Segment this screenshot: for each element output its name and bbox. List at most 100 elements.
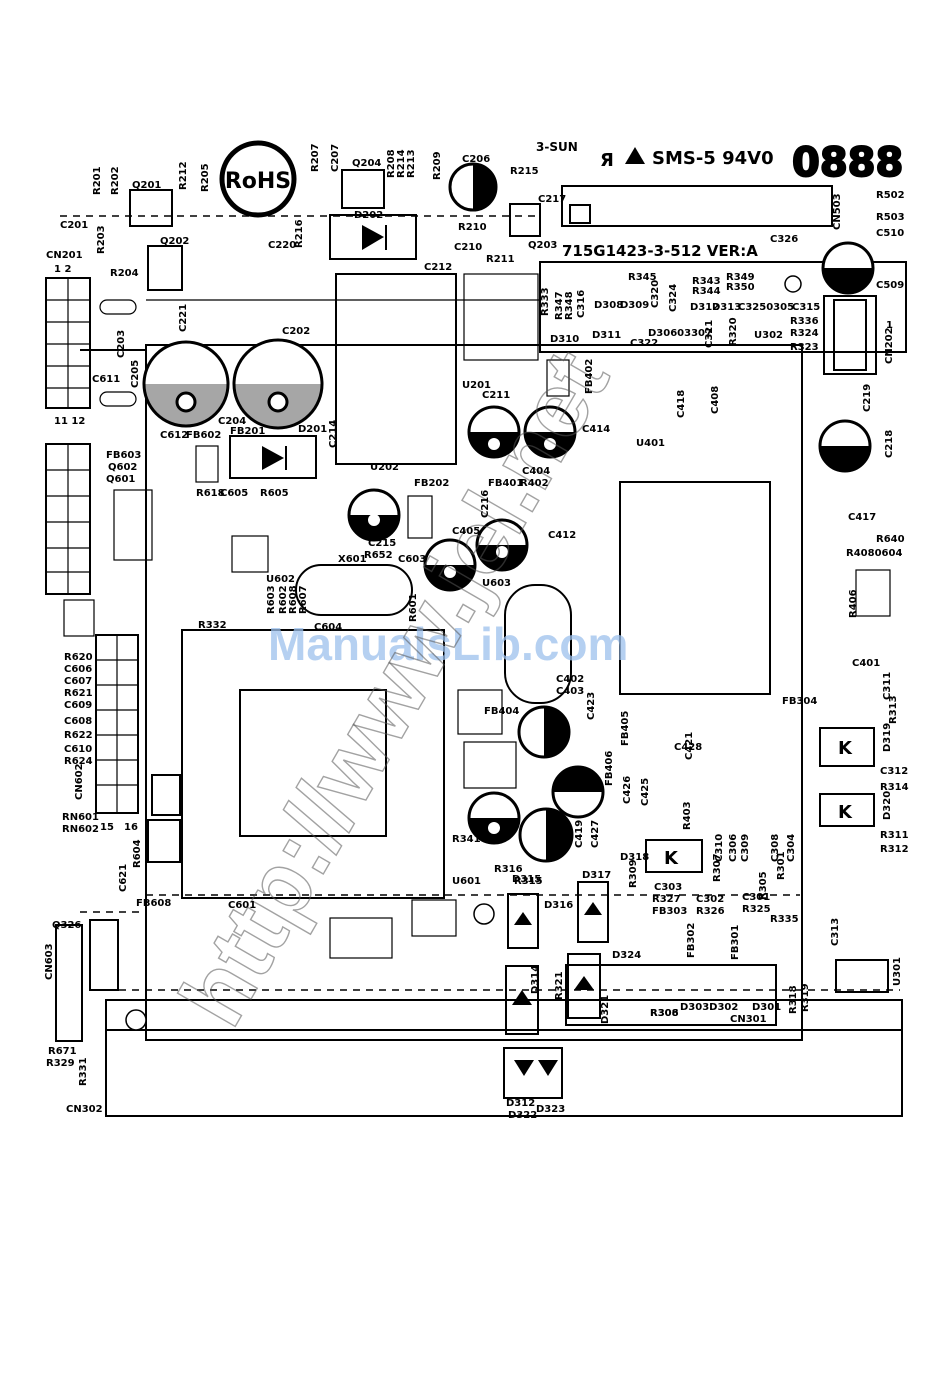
ref-label-r321: R321 — [554, 971, 565, 1000]
ref-label-r348: R348 — [564, 291, 575, 320]
ref-label-r306: R306 — [650, 1008, 679, 1019]
ref-label-d322: D322 — [508, 1110, 537, 1121]
ref-label-c412: C412 — [548, 530, 576, 541]
ref-label-c220: C220 — [268, 240, 296, 251]
ref-label-r202: R202 — [110, 166, 121, 195]
brand-label: 3-SUN — [536, 140, 578, 154]
ref-label-q602: Q602 — [108, 462, 137, 473]
ref-label-r320: R320 — [728, 317, 739, 346]
ref-label-u601: U601 — [452, 876, 481, 887]
ref-label-c312: C312 — [880, 766, 908, 777]
watermark-site: ManualsLib.com — [268, 618, 628, 670]
ref-label-c604: C604 — [314, 622, 342, 633]
ref-label-c417: C417 — [848, 512, 876, 523]
pin-label-cn201-bot: 11 12 — [54, 416, 85, 427]
ref-label-c303: C303 — [654, 882, 682, 893]
ref-label-c509: C509 — [876, 280, 904, 291]
ref-label-r327: R327 — [652, 894, 681, 905]
ref-label-d306: D30603307 — [648, 328, 712, 339]
rohs-logo: RoHS — [219, 140, 297, 218]
ref-label-c306: C306 — [728, 834, 739, 862]
ref-label-u401: U401 — [636, 438, 665, 449]
ref-label-r213: R213 — [406, 149, 417, 178]
ref-label-r319: R319 — [800, 983, 811, 1012]
ref-label-q326: Q326 — [52, 920, 81, 931]
ref-label-u201: U201 — [462, 380, 491, 391]
ref-label-r214: R214 — [396, 149, 407, 178]
ref-label-u202: U202 — [370, 462, 399, 473]
ref-label-r215: R215 — [510, 166, 539, 177]
ref-label-r640: R640 — [876, 534, 905, 545]
capacitor-c218 — [818, 419, 872, 473]
ref-label-c216: C216 — [480, 490, 491, 518]
ref-label-c427: C427 — [590, 820, 601, 848]
ref-label-fb405: FB405 — [620, 711, 631, 746]
ref-label-r403: R403 — [682, 801, 693, 830]
ref-label-r318: R318 — [788, 985, 799, 1014]
ref-label-c419: C419 — [574, 820, 585, 848]
svg-text:K: K — [664, 848, 679, 869]
ref-label-c309: C309 — [740, 834, 751, 862]
ref-label-c611: C611 — [92, 374, 120, 385]
ref-label-fb303: FB303 — [652, 906, 687, 917]
ref-label-fb304: FB304 — [782, 696, 817, 707]
ref-label-d320: D320 — [882, 791, 893, 820]
ref-label-c304: C304 — [786, 834, 797, 862]
ref-label-u301: U301 — [892, 957, 903, 986]
ref-label-d319: D319 — [882, 723, 893, 752]
capacitor-c426 — [551, 765, 605, 819]
ref-label-c428: C428 — [674, 742, 702, 753]
ref-label-c202: C202 — [282, 326, 310, 337]
transistor-q202 — [147, 245, 183, 291]
ref-label-d202: D202 — [354, 210, 383, 221]
transistor-q203 — [509, 203, 541, 237]
capacitor-c211 — [467, 405, 521, 459]
transistor-q201 — [129, 189, 173, 227]
ref-label-r311: R311 — [880, 830, 909, 841]
ref-label-r216: R216 — [294, 219, 305, 248]
ref-label-c510: C510 — [876, 228, 904, 239]
ref-label-c404: C404 — [522, 466, 550, 477]
diode-d317 — [577, 881, 609, 943]
ref-label-r324: R324 — [790, 328, 819, 339]
ref-label-r313: R313 — [888, 695, 899, 724]
ref-label-c405: C405 — [452, 526, 480, 537]
svg-text:K: K — [838, 738, 853, 759]
ref-label-d303: D303D302 — [680, 1002, 738, 1013]
svg-text:K: K — [838, 802, 853, 823]
ref-label-rn602: RN602 — [62, 824, 99, 835]
ref-label-cn503: CN503 — [832, 193, 843, 230]
ref-label-u603: U603 — [482, 578, 511, 589]
ref-label-fb301: FB301 — [730, 925, 741, 960]
ref-label-r602: R602 — [278, 585, 289, 614]
ref-label-c609: C609 — [64, 700, 92, 711]
ref-label-c301: C301 — [742, 892, 770, 903]
ref-label-fb406: FB406 — [604, 751, 615, 786]
ref-label-d317: D317 — [582, 870, 611, 881]
ref-label-c401: C401 — [852, 658, 880, 669]
ref-label-q204: Q204 — [352, 158, 381, 169]
ref-label-d314: D314 — [530, 965, 541, 994]
ref-label-d323: D323 — [536, 1104, 565, 1115]
ref-label-d315: D315 — [512, 874, 541, 885]
pin-label-cn602-top: 15 — [100, 822, 114, 833]
capacitor-c419 — [467, 791, 521, 845]
ref-label-cn301: CN301 — [730, 1014, 767, 1025]
connector-cn301 — [565, 964, 777, 1026]
ref-label-c310: C310 — [714, 834, 725, 862]
diode-d322 — [503, 1047, 563, 1099]
ref-label-u602: U602 — [266, 574, 295, 585]
ref-label-r503: R503 — [876, 212, 905, 223]
capacitor-c206 — [448, 162, 498, 212]
ref-label-c316: C316 — [576, 290, 587, 318]
ref-label-r335: R335 — [770, 914, 799, 925]
diode-d319: K — [819, 727, 875, 767]
digit-display: 0888 — [792, 140, 903, 186]
diode-d315 — [507, 893, 539, 949]
ref-label-c203: C203 — [116, 330, 127, 358]
capacitor-c509 — [821, 241, 875, 295]
capacitor-c423 — [517, 705, 571, 759]
ref-label-r332: R332 — [198, 620, 227, 631]
capacitor-c202 — [232, 338, 324, 430]
ref-label-r315: R315 — [514, 876, 543, 887]
